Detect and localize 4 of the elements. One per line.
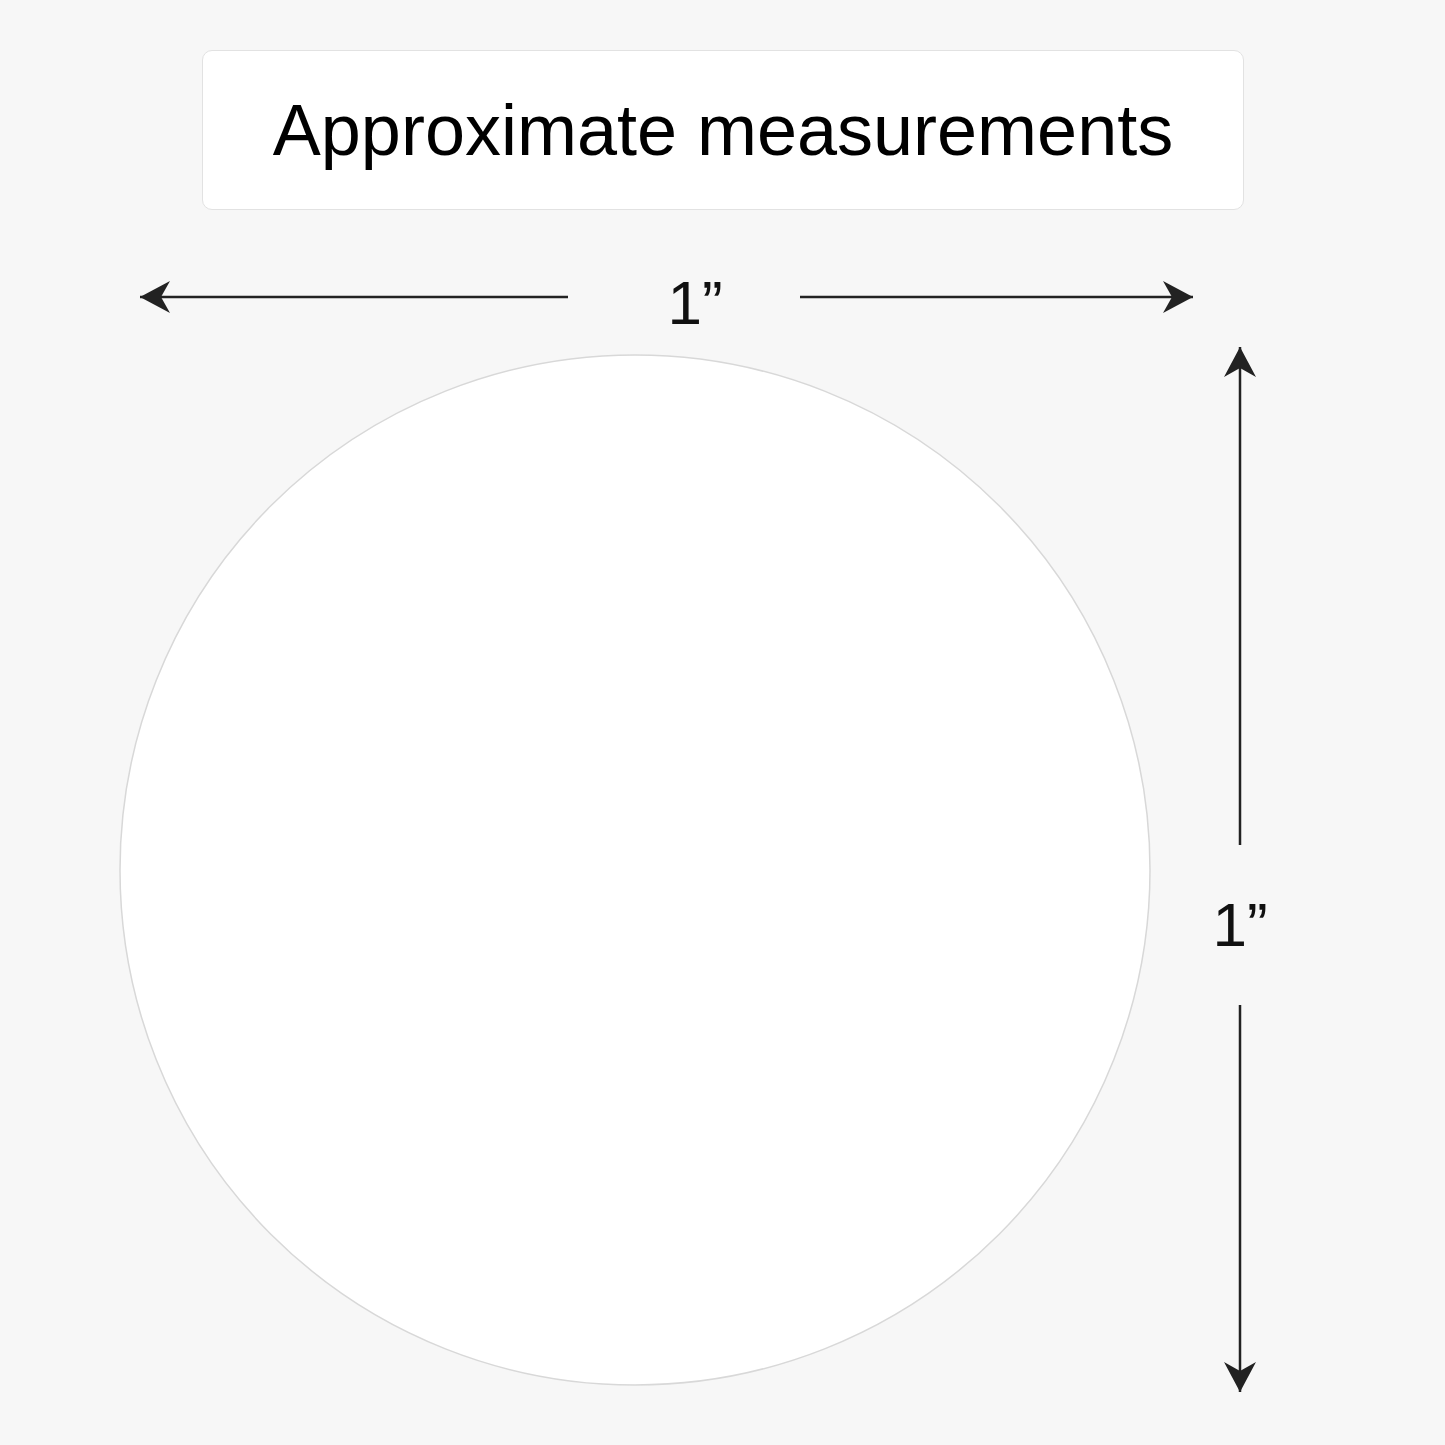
- heading: Approximate measurements: [202, 50, 1244, 210]
- sticker-circle: [119, 354, 1151, 1386]
- dimension-label: 1”: [667, 272, 723, 334]
- dimension-label: 1”: [1212, 894, 1268, 956]
